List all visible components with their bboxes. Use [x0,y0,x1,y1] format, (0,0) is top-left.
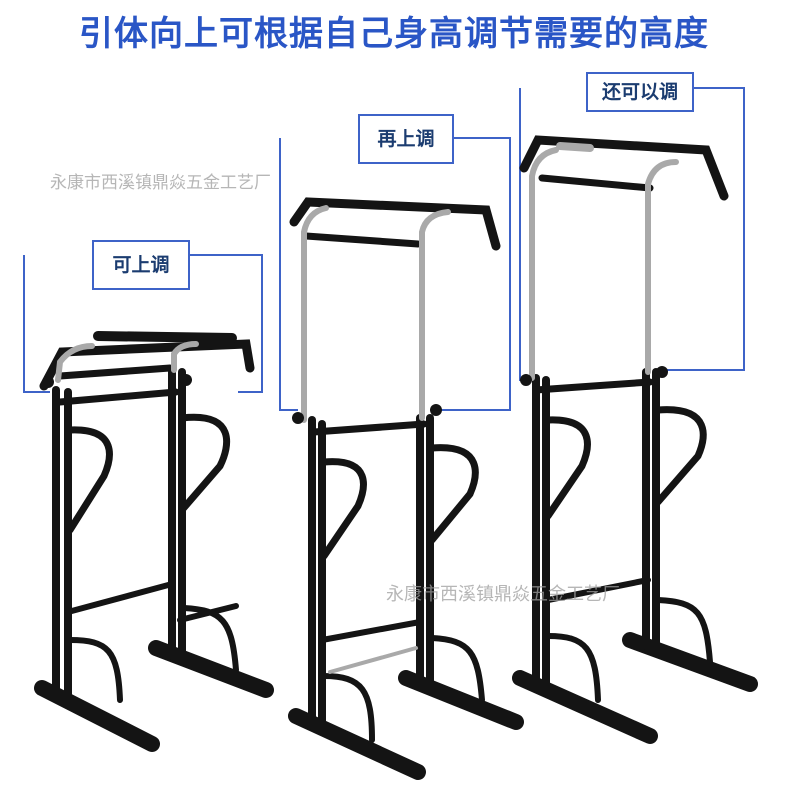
watermark-bottom: 永康市西溪镇鼎焱五金工艺厂 [386,584,620,605]
bracket-rack3-right [660,87,745,371]
label-rack1: 可上调 [92,240,190,290]
label-rack2: 再上调 [358,114,454,164]
bracket-rack3 [519,88,528,381]
bracket-rack1 [23,255,50,393]
bracket-rack1-right [180,254,263,393]
watermark-top: 永康市西溪镇鼎焱五金工艺厂 [50,173,271,193]
rack-1 [34,331,274,752]
rack-2 [288,197,524,780]
page-title: 引体向上可根据自己身高调节需要的高度 [79,14,709,54]
label-rack3: 还可以调 [586,72,694,112]
bracket-rack2-right [432,137,511,411]
bracket-rack2 [279,138,298,411]
rack-3 [512,135,758,744]
